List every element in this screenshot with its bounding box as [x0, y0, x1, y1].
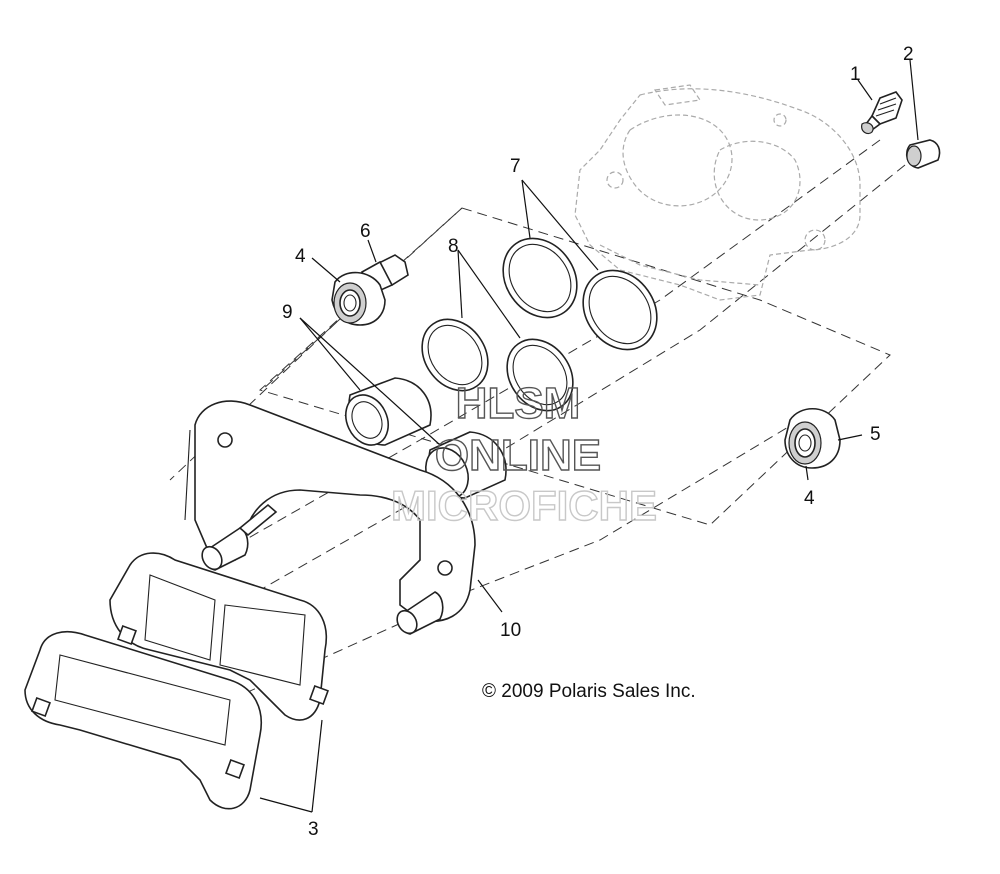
callout-6: 6: [360, 221, 371, 242]
callout-7: 7: [510, 156, 521, 177]
boot-seal-part-left: [331, 271, 386, 326]
piston-seal-rings-small: [421, 318, 574, 412]
callout-labels: 1 2 3 4 4 5 6 7 8 9 10: [282, 44, 914, 840]
copyright-text: © 2009 Polaris Sales Inc.: [482, 681, 696, 702]
callout-3: 3: [308, 819, 319, 840]
callout-1: 1: [850, 64, 861, 85]
piston-seal-rings-large: [502, 237, 658, 351]
bleeder-screw-part: [861, 91, 903, 135]
callout-5: 5: [870, 424, 881, 445]
caliper-body: [574, 84, 861, 301]
watermark-line-1: HLSM: [456, 379, 581, 428]
brake-pads-part: [24, 552, 329, 810]
boot-seal-part-right: [784, 407, 841, 469]
watermark: HLSM ONLINE MICROFICHE: [390, 378, 657, 529]
callout-4-left: 4: [295, 246, 306, 267]
watermark-line-3: MICROFICHE: [391, 482, 657, 529]
bleeder-cap-part: [905, 139, 941, 169]
watermark-line-2: ONLINE: [435, 431, 601, 480]
callout-4-right: 4: [804, 488, 815, 509]
guide-pins: [201, 503, 444, 635]
callout-9: 9: [282, 302, 293, 323]
leader-lines: [259, 59, 919, 813]
callout-10: 10: [500, 620, 521, 641]
callout-2: 2: [903, 44, 914, 65]
callout-8: 8: [448, 236, 459, 257]
